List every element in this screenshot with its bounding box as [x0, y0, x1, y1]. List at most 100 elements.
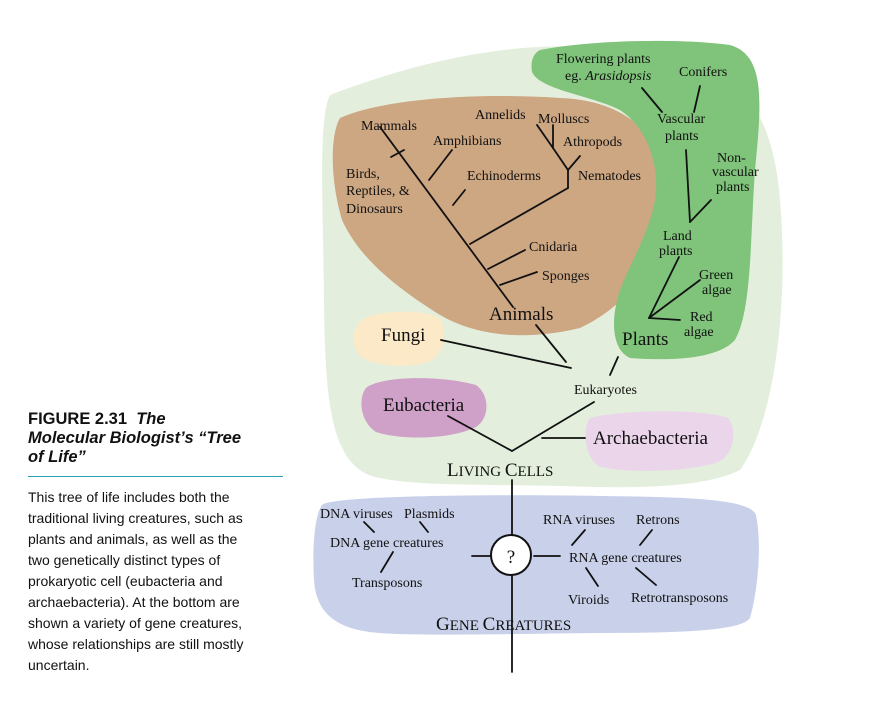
branch-cnidaria	[487, 249, 526, 270]
living-cells-rest1: IVING	[459, 464, 505, 480]
living-cells-cap1: L	[447, 460, 459, 481]
label-nonvascular-line2: vascular	[712, 165, 759, 180]
label-annelids: Annelids	[475, 108, 526, 123]
caption-line: whose relationships are still mostly	[28, 636, 244, 652]
label-rna-viruses: RNA viruses	[543, 513, 615, 528]
living-cells-cap2: C	[505, 460, 518, 481]
figure-title-line1: The	[136, 410, 166, 428]
label-molluscs: Molluscs	[538, 112, 589, 127]
label-birds-line3: Dinosaurs	[346, 202, 403, 217]
branch-retrotransposons	[635, 567, 657, 586]
caption-rule	[28, 476, 283, 477]
gene-branches	[363, 521, 657, 587]
label-red-line2: algae	[684, 325, 714, 340]
label-land-line1: Land	[663, 229, 692, 244]
label-conifers: Conifers	[679, 65, 727, 80]
caption-line: prokaryotic cell (eubacteria and	[28, 573, 223, 589]
label-retrotransposons: Retrotransposons	[631, 591, 728, 606]
caption-line: This tree of life includes both the	[28, 489, 230, 505]
branch-land	[648, 256, 680, 319]
label-transposons: Transposons	[352, 576, 422, 591]
label-living-cells: LIVING CELLS	[447, 460, 553, 481]
branch-echinoderms	[452, 189, 466, 206]
label-animals: Animals	[489, 304, 553, 325]
branch-amphibians	[428, 149, 453, 181]
gene-creatures-cap2: C	[483, 614, 496, 635]
label-vascular-line1: Vascular	[657, 112, 706, 127]
caption-line: traditional living creatures, such as	[28, 510, 243, 526]
caption-line: plants and animals, as well as the	[28, 531, 238, 547]
label-fungi: Fungi	[381, 325, 425, 346]
branch-red-algae	[648, 317, 681, 321]
label-nonvascular-line3: plants	[716, 180, 749, 195]
label-eubacteria: Eubacteria	[383, 395, 465, 416]
label-red-line1: Red	[690, 310, 713, 325]
label-viroids: Viroids	[568, 593, 609, 608]
branch-eukaryotes-living	[511, 401, 595, 452]
plants-region	[531, 40, 760, 360]
label-sponges: Sponges	[542, 269, 589, 284]
caption-body: This tree of life includes both the trad…	[28, 487, 283, 676]
label-flowering-line2: eg. Arasidopsis	[565, 69, 652, 84]
label-mammals: Mammals	[361, 119, 417, 134]
branch-athropods-join	[552, 147, 581, 172]
label-nematodes: Nematodes	[578, 169, 641, 184]
branch-plants-eukaryotes	[609, 356, 619, 376]
label-gene-creatures: GENE CREATURES	[436, 614, 571, 635]
figure-number: FIGURE 2.31	[28, 410, 128, 428]
label-cnidaria: Cnidaria	[529, 240, 578, 255]
label-archaebacteria: Archaebacteria	[593, 428, 709, 449]
label-birds-line1: Birds,	[346, 167, 380, 182]
label-vascular-line2: plants	[665, 129, 698, 144]
unknown-origin-node	[490, 534, 532, 576]
label-plants: Plants	[622, 329, 668, 350]
caption-line: shown a variety of gene creatures,	[28, 615, 243, 631]
gene-creatures-rest2: REATURES	[495, 618, 571, 634]
caption-line: archaebacteria). At the bottom are	[28, 594, 240, 610]
branch-nonvascular	[689, 199, 712, 223]
animal-branches	[379, 124, 581, 308]
branch-protostomes	[469, 187, 569, 245]
branch-green-algae	[648, 279, 701, 319]
fungi-region	[353, 311, 445, 366]
branch-vascular	[685, 149, 691, 223]
living-branches	[440, 324, 619, 673]
branch-eubacteria-living	[447, 415, 513, 452]
caption-line: two genetically distinct types of	[28, 552, 221, 568]
label-athropods: Athropods	[563, 135, 622, 150]
branch-transposons	[380, 551, 394, 573]
label-echinoderms: Echinoderms	[467, 169, 541, 184]
branch-flowering	[641, 87, 663, 113]
archaebacteria-region	[585, 411, 734, 471]
eubacteria-region	[361, 378, 487, 438]
plant-branches	[641, 85, 712, 321]
label-amphibians: Amphibians	[433, 134, 501, 149]
living-cells-rest2: ELLS	[518, 464, 554, 480]
figure-title-line2: Molecular Biologist’s “Tree	[28, 429, 242, 447]
figure-title-line3: of Life”	[28, 448, 86, 466]
branch-viroids	[585, 567, 599, 587]
label-flowering-eg: eg.	[565, 69, 585, 84]
animals-region	[332, 96, 666, 336]
label-retrons: Retrons	[636, 513, 680, 528]
label-rna-gene-creatures: RNA gene creatures	[569, 551, 682, 566]
animal-trunk	[379, 126, 514, 308]
branch-retrons	[639, 529, 653, 546]
label-birds-line2: Reptiles, &	[346, 184, 410, 199]
label-green-line2: algae	[702, 283, 732, 298]
label-land-line2: plants	[659, 244, 692, 259]
label-nonvascular-line1: Non-	[717, 151, 746, 166]
branch-animals-eukaryotes	[535, 324, 567, 363]
label-flowering-line1: Flowering plants	[556, 52, 651, 67]
label-plasmids: Plasmids	[404, 507, 455, 522]
branch-annelids	[536, 124, 554, 149]
branch-rna-viruses	[571, 529, 586, 546]
branch-sponges	[499, 271, 538, 286]
branch-plasmids	[419, 521, 429, 533]
label-flowering-species: Arasidopsis	[584, 69, 652, 84]
branch-fungi-eukaryotes	[440, 339, 572, 369]
gene-creatures-rest1: ENE	[450, 618, 483, 634]
